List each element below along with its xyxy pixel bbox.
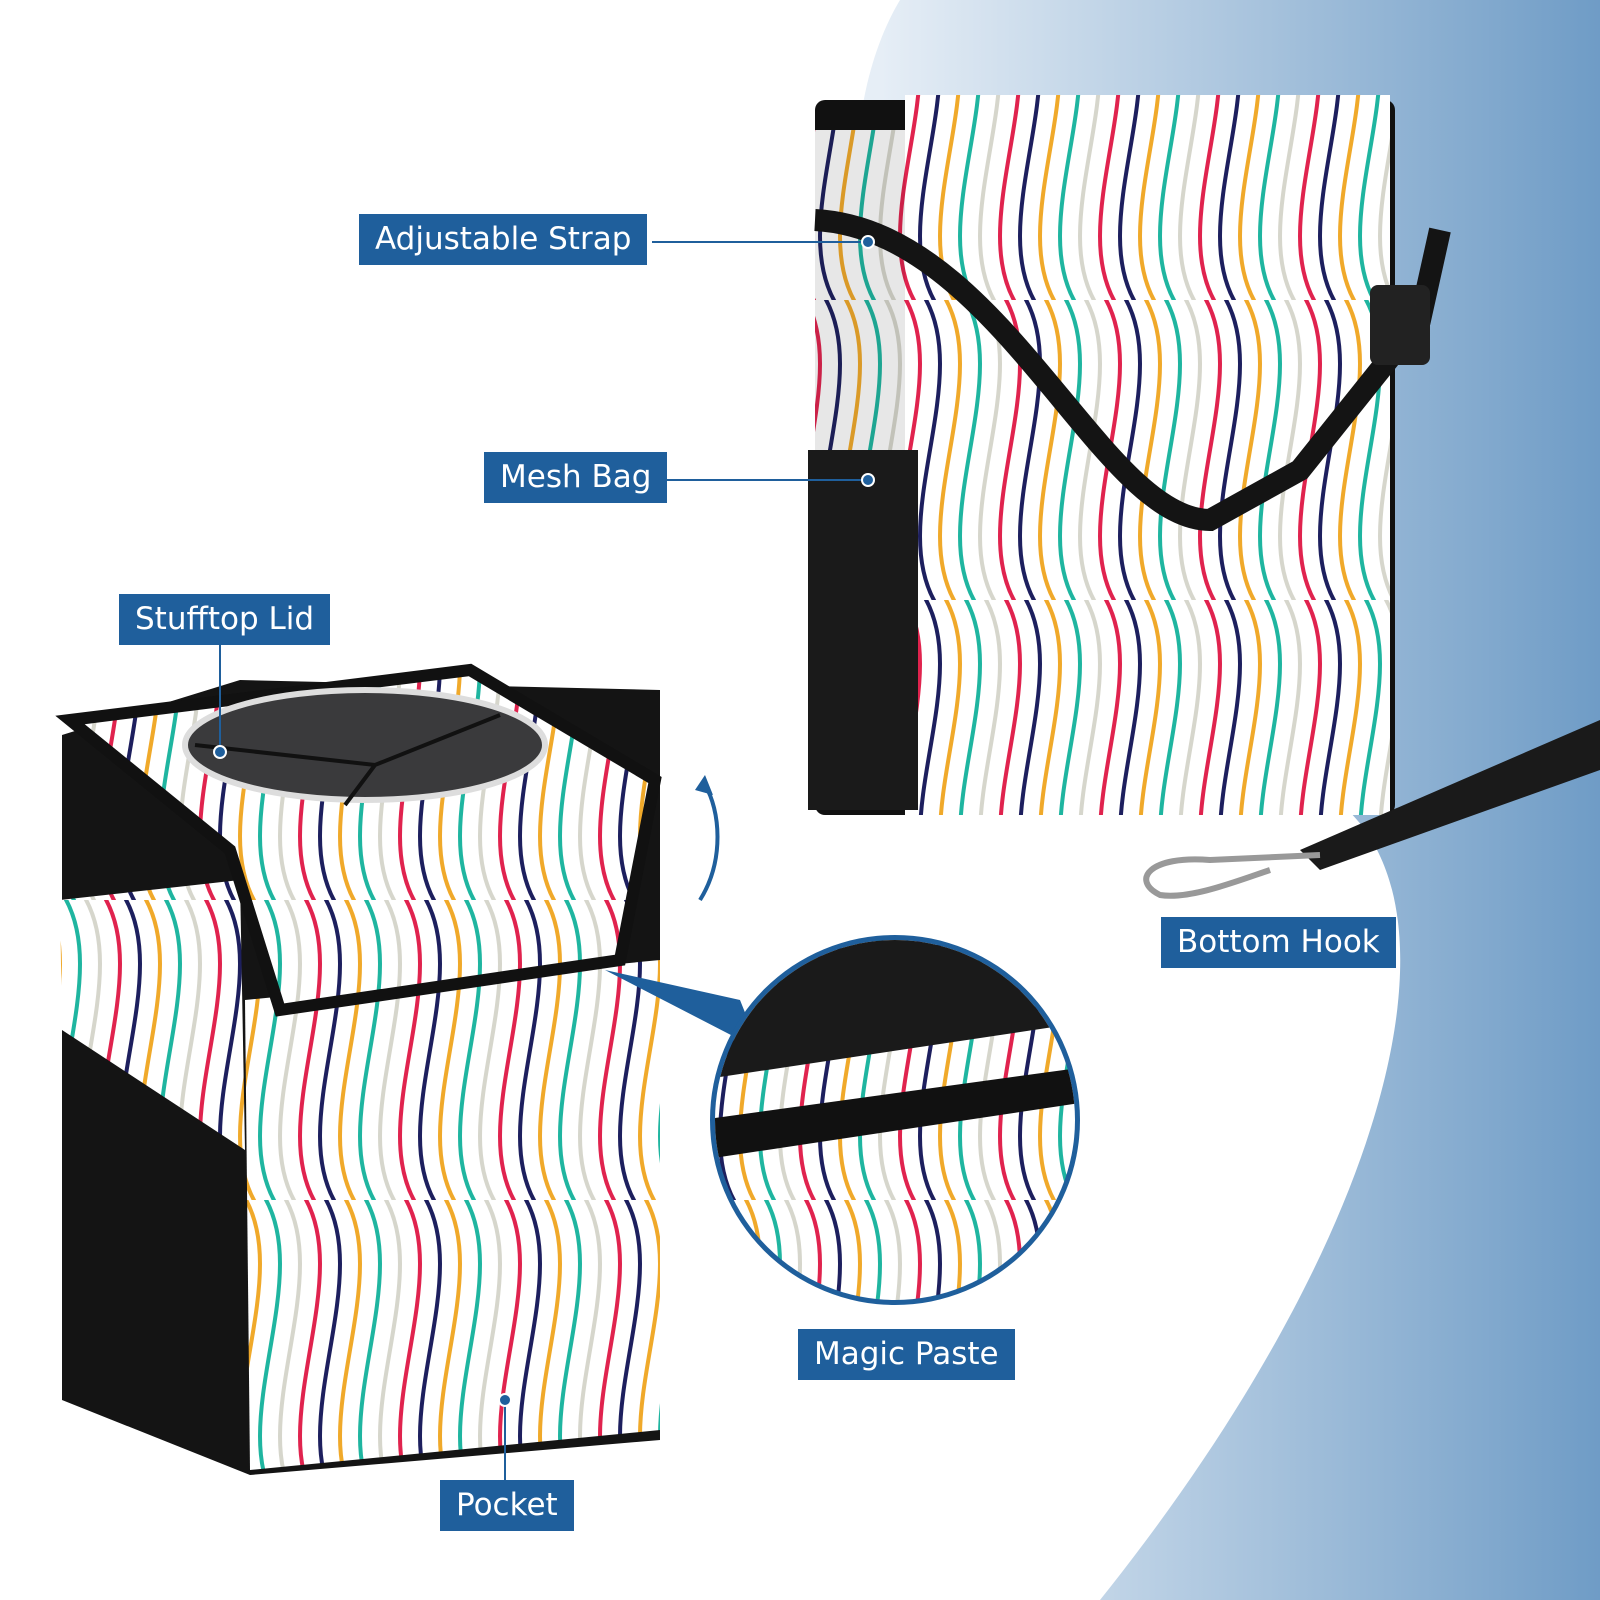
buckle-icon: [1370, 285, 1430, 365]
label-stufftop-lid: Stufftop Lid: [119, 594, 331, 645]
label-magic-paste: Magic Paste: [798, 1329, 1015, 1380]
label-mesh-bag: Mesh Bag: [484, 452, 668, 503]
bag-side-view: [808, 95, 1600, 899]
label-bottom-hook: Bottom Hook: [1161, 917, 1396, 968]
mesh-pocket: [808, 450, 918, 810]
magic-paste-detail-inset: [710, 935, 1080, 1305]
bag-front-view: [55, 663, 720, 1475]
open-arrow-icon: [698, 783, 720, 902]
hook-icon: [1143, 852, 1321, 899]
stufftop-lid-opening: [182, 687, 548, 803]
label-pocket: Pocket: [440, 1480, 574, 1531]
hook-strap: [1300, 720, 1600, 870]
label-adjustable-strap: Adjustable Strap: [359, 214, 648, 265]
strap: [814, 209, 1451, 532]
